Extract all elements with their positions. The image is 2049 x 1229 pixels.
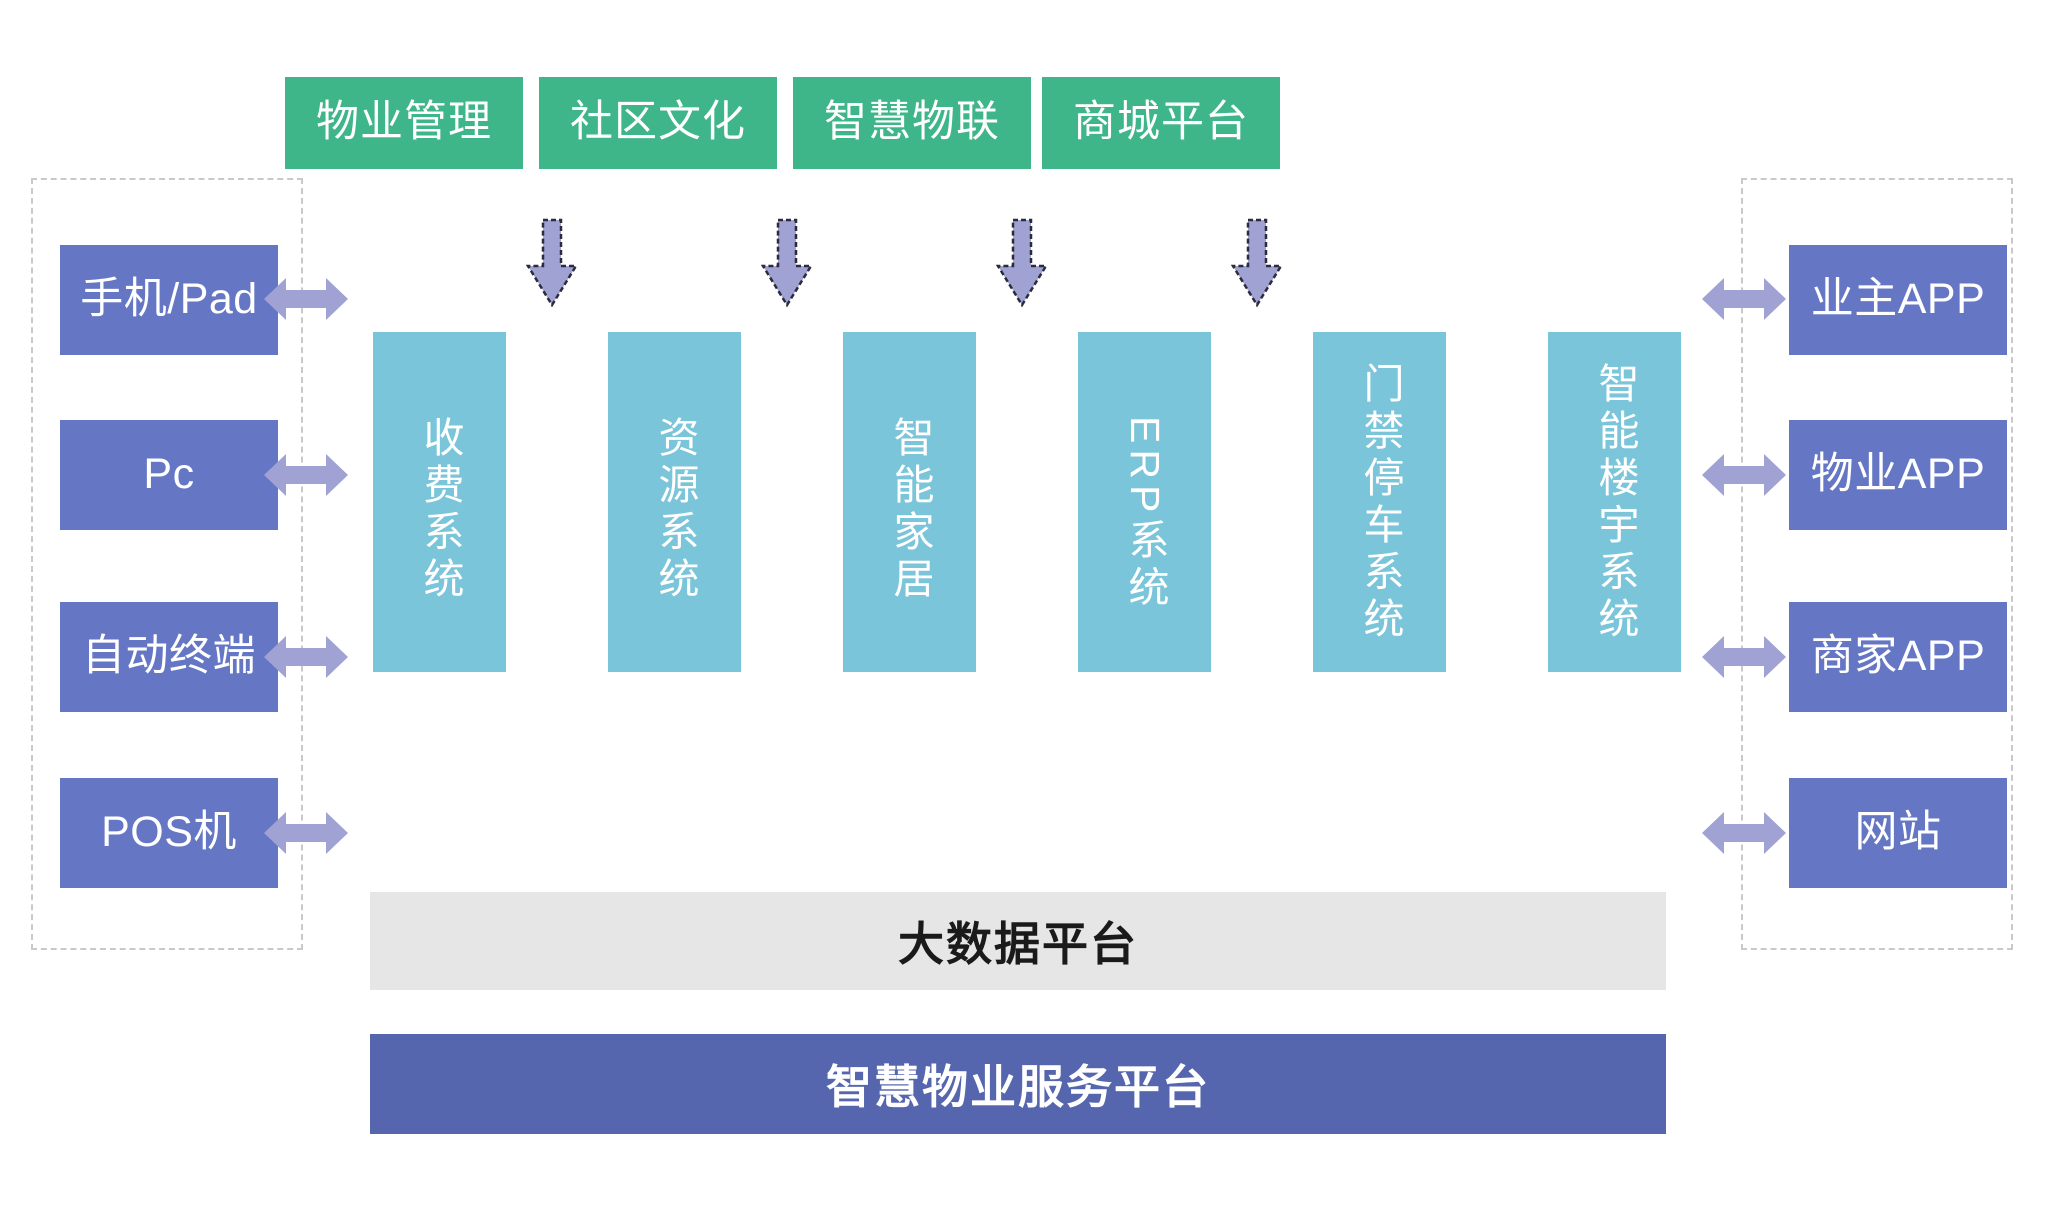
left-device-label-1: 手机/Pad xyxy=(80,275,258,324)
arrow-double-icon-left-3 xyxy=(262,630,350,684)
arrow-double-icon-left-1 xyxy=(262,272,350,326)
system-column-label-2: 资源系统 xyxy=(652,416,698,604)
top-channel-box-3[interactable]: 智慧物联 xyxy=(793,77,1031,169)
system-column-label-5: 门禁停车系统 xyxy=(1357,362,1403,644)
system-column-zhineng-louyu[interactable]: 智能楼宇系统 xyxy=(1548,332,1681,672)
arrow-double-icon-left-4 xyxy=(262,806,350,860)
system-column-menjin-tingche[interactable]: 门禁停车系统 xyxy=(1313,332,1446,672)
system-column-label-3: 智能家居 xyxy=(887,416,933,604)
system-column-label-4: ERP系统 xyxy=(1122,416,1168,613)
system-column-label-1: 收费系统 xyxy=(417,416,463,604)
top-channel-label-1: 物业管理 xyxy=(316,98,492,147)
system-column-shoufei[interactable]: 收费系统 xyxy=(373,332,506,672)
left-device-label-2: Pc xyxy=(143,450,195,499)
left-device-box-pc[interactable]: Pc xyxy=(60,420,278,530)
left-device-box-shouji-pad[interactable]: 手机/Pad xyxy=(60,245,278,355)
right-device-box-wangzhan[interactable]: 网站 xyxy=(1789,778,2007,888)
system-column-erp[interactable]: ERP系统 xyxy=(1078,332,1211,672)
system-column-zhineng-jiaju[interactable]: 智能家居 xyxy=(843,332,976,672)
service-platform-bar[interactable]: 智慧物业服务平台 xyxy=(370,1034,1666,1134)
right-device-label-1: 业主APP xyxy=(1810,275,1986,324)
system-column-label-6: 智能楼宇系统 xyxy=(1592,362,1638,644)
right-device-label-3: 商家APP xyxy=(1810,632,1986,681)
top-channel-box-1[interactable]: 物业管理 xyxy=(285,77,523,169)
right-device-box-yezhu-app[interactable]: 业主APP xyxy=(1789,245,2007,355)
left-device-label-4: POS机 xyxy=(101,808,237,857)
system-column-ziyuan[interactable]: 资源系统 xyxy=(608,332,741,672)
arrow-double-icon-right-2 xyxy=(1700,448,1788,502)
right-device-box-wuye-app[interactable]: 物业APP xyxy=(1789,420,2007,530)
big-data-platform-bar[interactable]: 大数据平台 xyxy=(370,892,1666,990)
left-device-label-3: 自动终端 xyxy=(82,632,256,681)
top-channel-box-2[interactable]: 社区文化 xyxy=(539,77,777,169)
arrow-double-icon-right-4 xyxy=(1700,806,1788,860)
right-device-box-shangjia-app[interactable]: 商家APP xyxy=(1789,602,2007,712)
arrow-down-icon-4 xyxy=(1231,218,1283,308)
right-device-label-2: 物业APP xyxy=(1810,450,1986,499)
arrow-down-icon-1 xyxy=(526,218,578,308)
service-platform-label: 智慧物业服务平台 xyxy=(826,1061,1210,1113)
arrow-down-icon-2 xyxy=(761,218,813,308)
arrow-double-icon-right-1 xyxy=(1700,272,1788,326)
right-device-label-4: 网站 xyxy=(1854,808,1942,857)
top-channel-label-4: 商城平台 xyxy=(1073,98,1249,147)
left-device-box-zidong-zhongduan[interactable]: 自动终端 xyxy=(60,602,278,712)
top-channel-label-2: 社区文化 xyxy=(570,98,746,147)
top-channel-box-4[interactable]: 商城平台 xyxy=(1042,77,1280,169)
left-device-group-panel xyxy=(31,178,303,950)
right-channel-group-panel xyxy=(1741,178,2013,950)
top-channel-label-3: 智慧物联 xyxy=(824,98,1000,147)
arrow-down-icon-3 xyxy=(996,218,1048,308)
big-data-platform-label: 大数据平台 xyxy=(898,918,1138,970)
arrow-double-icon-right-3 xyxy=(1700,630,1788,684)
arrow-double-icon-left-2 xyxy=(262,448,350,502)
left-device-box-posji[interactable]: POS机 xyxy=(60,778,278,888)
